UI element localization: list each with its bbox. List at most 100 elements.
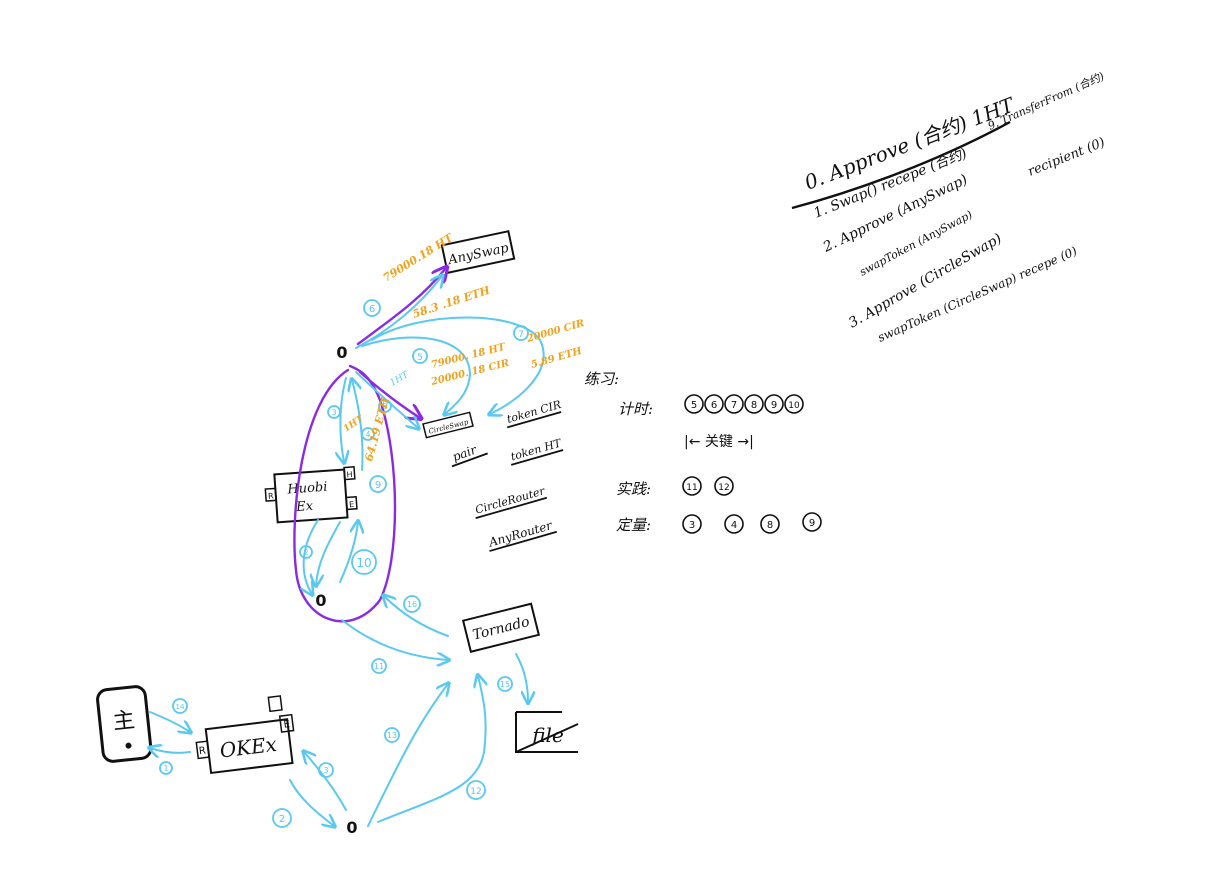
circleswap-box: CircleSwap [422, 411, 474, 439]
svg-text:2: 2 [303, 548, 308, 557]
key-range-label: |← 关键 →| [684, 434, 754, 450]
svg-text:5: 5 [417, 353, 423, 363]
okex-tag-e: E [283, 719, 291, 731]
svg-text:8: 8 [751, 400, 757, 411]
practice-item: 12 [714, 476, 734, 496]
quant-item: 4 [724, 514, 744, 534]
huobi-box: R H E Huobi Ex [264, 466, 358, 524]
svg-text:1: 1 [163, 764, 168, 773]
step-mark-1: 1 [159, 761, 173, 775]
node-mid: 0 [315, 591, 326, 610]
quant-item: 9 [802, 512, 822, 532]
svg-text:11: 11 [374, 662, 384, 671]
exercise-title: 练习: [584, 370, 619, 388]
timing-item: 5 [684, 394, 704, 414]
svg-text:9: 9 [771, 400, 777, 411]
huobi-tag-r: R [268, 492, 275, 501]
exercise-panel: 练习: 计时: 5 6 7 8 9 10 |← 关键 →| 实践: 11 12 … [584, 370, 822, 534]
svg-text:6: 6 [369, 304, 375, 315]
practice-items: 11 12 [682, 476, 734, 496]
timing-items: 5 6 7 8 9 10 [684, 394, 804, 414]
svg-text:3: 3 [323, 766, 328, 775]
okex-tag-r: R [198, 745, 206, 757]
timing-item: 9 [764, 394, 784, 414]
svg-text:3: 3 [689, 520, 695, 531]
file-label: file [530, 723, 564, 747]
svg-text:9: 9 [375, 480, 381, 491]
svg-text:4: 4 [731, 520, 737, 531]
okex-box: R E OKEx [195, 695, 295, 775]
step-mark-3b: 3 [318, 762, 334, 778]
step-mark-13: 13 [384, 727, 400, 743]
timing-item: 7 [724, 394, 744, 414]
okex-label: OKEx [218, 732, 278, 763]
svg-text:16: 16 [407, 600, 417, 609]
svg-text:AnyRouter: AnyRouter [486, 518, 554, 550]
svg-text:token HT: token HT [509, 436, 564, 463]
anyswap-label: AnySwap [446, 241, 511, 269]
step-mark-8: 8 [378, 399, 392, 413]
svg-text:14: 14 [176, 703, 185, 711]
svg-text:15: 15 [500, 680, 510, 689]
step-marks: 6 5 7 3 8 4 9 2 10 16 11 15 13 12 3 14 1… [159, 299, 529, 828]
tornado-box: Tornado [461, 602, 541, 653]
notes-block: 0. Approve (合约) 1HT 9. TransferFrom (合约)… [791, 70, 1107, 345]
step-mark-16: 16 [403, 595, 421, 613]
svg-text:4: 4 [365, 430, 370, 439]
svg-text:10: 10 [788, 401, 800, 411]
svg-text:token CIR: token CIR [505, 398, 562, 426]
label-cir-right: 20000 CIR [525, 318, 586, 345]
svg-text:3: 3 [331, 408, 336, 417]
svg-text:12: 12 [718, 483, 729, 493]
huobi-tag-e: E [349, 500, 355, 509]
practice-item: 11 [682, 476, 702, 496]
step-mark-7: 7 [513, 325, 529, 341]
svg-text:8: 8 [382, 402, 387, 411]
svg-text:11: 11 [686, 483, 697, 493]
term-any-router: AnyRouter [486, 518, 558, 552]
huobi-label-2: Ex [295, 499, 314, 515]
step-mark-15: 15 [497, 676, 513, 692]
step-mark-4: 4 [361, 427, 375, 441]
quant-item: 3 [682, 514, 702, 534]
svg-text:2: 2 [279, 814, 285, 825]
svg-text:7: 7 [518, 330, 524, 340]
node-bottom: 0 [346, 818, 357, 837]
step-mark-5: 5 [412, 348, 428, 364]
step-mark-10: 10 [351, 549, 377, 575]
svg-text:13: 13 [387, 731, 397, 740]
term-pair: pair [451, 442, 488, 468]
phone-label: 主 [112, 708, 137, 735]
quant-item: 8 [760, 514, 780, 534]
node-top: 0 [336, 343, 347, 362]
term-circle-router: CircleRouter [474, 484, 548, 520]
label-eth-right: 5.89 ETH [530, 346, 584, 371]
huobi-tag-h: H [346, 470, 353, 479]
timing-label: 计时: [618, 400, 653, 418]
quant-items: 3 4 8 9 [682, 512, 822, 534]
step-mark-14: 14 [172, 698, 188, 714]
svg-text:10: 10 [356, 556, 371, 570]
term-token-cir: token CIR [505, 398, 563, 429]
huobi-label-1: Huobi [286, 480, 328, 498]
step-mark-9: 9 [369, 475, 387, 493]
term-token-ht: token HT [509, 436, 564, 466]
blue-label-one-ht: 1HT [389, 370, 412, 389]
quant-label: 定量: [616, 516, 651, 534]
anyswap-box: AnySwap [440, 230, 516, 274]
step-mark-3: 3 [327, 405, 341, 419]
svg-text:5: 5 [691, 400, 697, 411]
svg-text:9: 9 [809, 518, 815, 529]
phone-device: 主 [96, 685, 153, 763]
note-line-2b: recipient (0) [1026, 135, 1107, 180]
note-underline [791, 120, 1011, 210]
practice-label: 实践: [616, 480, 651, 498]
step-mark-2: 2 [299, 545, 313, 559]
timing-item: 8 [744, 394, 764, 414]
svg-text:12: 12 [470, 787, 481, 797]
step-mark-2b: 2 [272, 808, 292, 828]
file-box: file [515, 711, 579, 753]
step-mark-12: 12 [466, 780, 486, 800]
timing-item: 6 [704, 394, 724, 414]
